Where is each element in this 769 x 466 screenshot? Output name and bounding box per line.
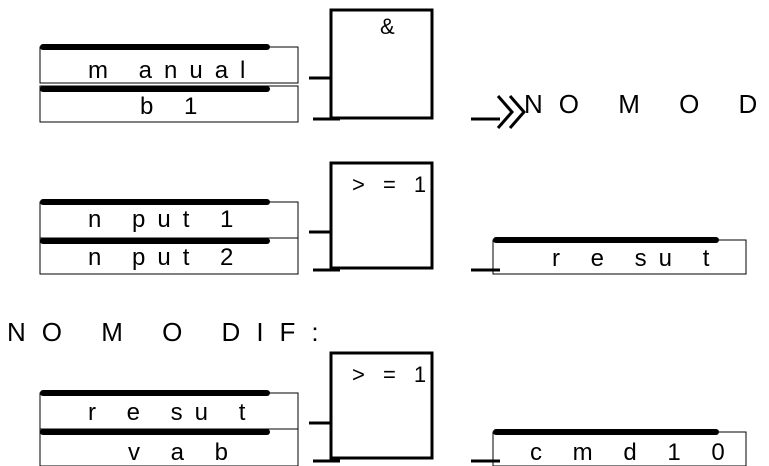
input-label-vab: v a b (128, 439, 240, 466)
output-operand-cmd10[interactable]: c m d 1 0 (471, 429, 747, 466)
input-label-b1: b 1 (140, 93, 209, 120)
input-operand-input1[interactable]: n put 1 (39, 199, 299, 239)
output-operand-result[interactable]: r e su t (471, 237, 747, 275)
jump-arrow-icon (496, 95, 514, 129)
jump-arrow-icon (508, 95, 526, 129)
or-block-operator: > = 1 (352, 172, 432, 197)
or-block[interactable]: > = 1 (329, 161, 434, 270)
input-label-input2: n put 2 (88, 244, 245, 271)
input-label-manual: m anual (88, 57, 257, 84)
output-label-result: r e su t (552, 245, 721, 272)
jump-label-definition: NO M O DIF: (7, 317, 335, 347)
jump-target-label: NO M O DIF (524, 89, 769, 119)
network-2: n put 1 n put 2 > = 1 r e su t (39, 161, 747, 275)
and-block-operator: & (380, 14, 401, 39)
input-operand-manual[interactable]: m anual (39, 44, 299, 84)
input-operand-b1[interactable]: b 1 (39, 85, 299, 123)
input-label-result: r e su t (88, 399, 257, 426)
network-1: m anual b 1 & NO M O DIF (39, 8, 769, 129)
and-block[interactable]: & (329, 8, 434, 120)
network-3: NO M O DIF: r e su t v a b > = 1 c m d 1… (7, 317, 747, 466)
input-operand-input2[interactable]: n put 2 (39, 237, 299, 275)
jump-to-label[interactable]: NO M O DIF (471, 89, 769, 129)
or-block-2[interactable]: > = 1 (329, 351, 434, 460)
input-label-input1: n put 1 (88, 206, 245, 233)
input-operand-result[interactable]: r e su t (39, 390, 299, 430)
input-operand-vab[interactable]: v a b (39, 428, 299, 466)
output-label-cmd10: c m d 1 0 (530, 439, 737, 466)
or-block-operator: > = 1 (352, 362, 432, 387)
